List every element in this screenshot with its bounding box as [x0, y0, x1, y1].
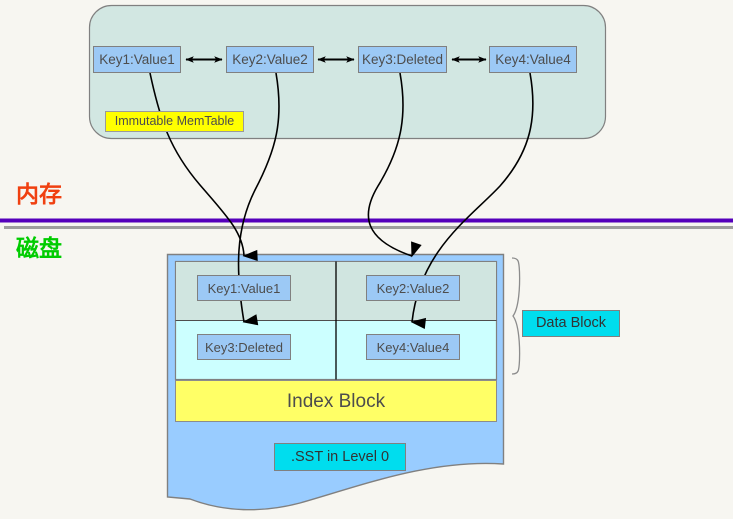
memtable-entry-key2[interactable]: Key2:Value2: [226, 46, 314, 73]
sst-cell-key2[interactable]: Key2:Value2: [366, 275, 460, 301]
memory-zone-label: 内存: [16, 182, 62, 208]
memtable-container-shape: [88, 4, 607, 140]
sst-cell-key3[interactable]: Key3:Deleted: [197, 334, 291, 360]
memtable-entry-key4[interactable]: Key4:Value4: [489, 46, 577, 73]
flush-arrow-key4-to-key4: [410, 72, 534, 330]
memtable-entry-key3[interactable]: Key3:Deleted: [358, 46, 447, 73]
sst-cell-key1[interactable]: Key1:Value1: [197, 275, 291, 301]
sst-cell-key4[interactable]: Key4:Value4: [366, 334, 460, 360]
flush-arrow-key3-to-key2: [367, 72, 422, 258]
immutable-memtable-label: Immutable MemTable: [105, 111, 244, 132]
flush-arrow-key1-to-key1: [149, 72, 258, 262]
disk-zone-label: 磁盘: [16, 236, 62, 262]
data-block-label: Data Block: [522, 310, 620, 337]
data-block-brace: [511, 257, 521, 375]
index-block: Index Block: [175, 380, 497, 422]
sst-file-label: .SST in Level 0: [274, 443, 406, 471]
memtable-entry-key1[interactable]: Key1:Value1: [93, 46, 181, 73]
